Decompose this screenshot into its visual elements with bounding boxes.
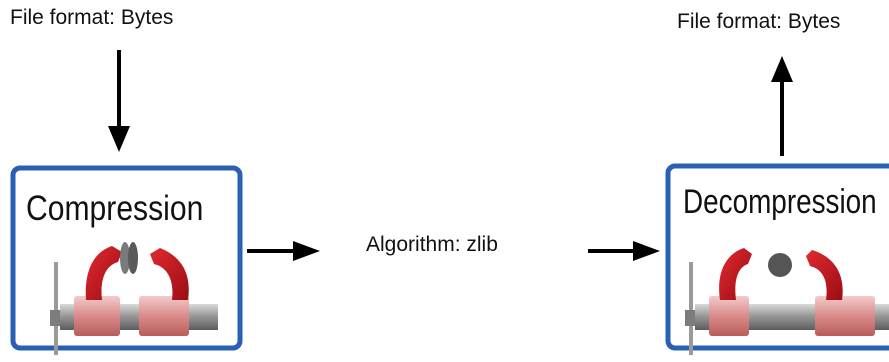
input-format-label: File format: Bytes <box>10 6 174 29</box>
compression-title: Compression <box>26 189 204 228</box>
output-format-label: File format: Bytes <box>677 10 841 33</box>
output-arrow <box>771 56 793 156</box>
clamp-squeezing-icon <box>50 242 218 355</box>
clamp-open-icon <box>685 248 889 355</box>
decompression-title: Decompression <box>683 183 877 221</box>
arrow-to-algorithm <box>247 241 320 261</box>
arrow-to-decompression <box>588 241 660 261</box>
algorithm-label: Algorithm: zlib <box>366 233 498 256</box>
input-arrow <box>108 50 130 152</box>
